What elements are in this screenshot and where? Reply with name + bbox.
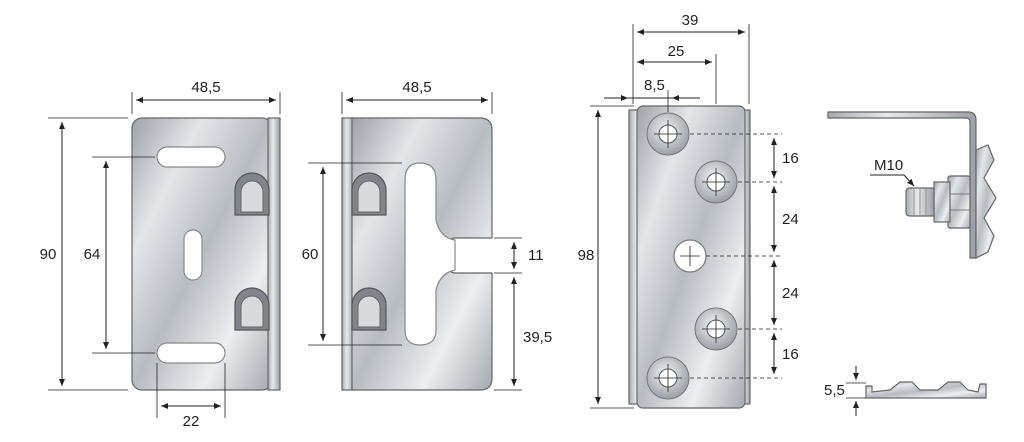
- hex-nut: [947, 175, 971, 229]
- plate-width-label: 39: [682, 12, 699, 29]
- profile-bottom-view: 5,5: [824, 366, 987, 416]
- upper-slot: [156, 146, 226, 168]
- profile-cross-section: [865, 381, 987, 399]
- bracket-side-view: 48,5 60 11 39,5: [302, 79, 552, 391]
- thread-label: M10: [874, 157, 903, 174]
- thickness-label: 5,5: [824, 382, 845, 399]
- lower-slot: [156, 342, 226, 364]
- angle-profile: [827, 111, 977, 259]
- bracket-front-width-label: 48,5: [191, 79, 220, 96]
- bracket-side-width-label: 48,5: [402, 79, 431, 96]
- slot-length-label: 22: [183, 413, 200, 430]
- mounting-plate-view: 39 25 8,5 98 16 24 24 16: [578, 12, 799, 409]
- washer: [933, 181, 951, 223]
- hole-3: [694, 307, 738, 351]
- hole-offset-label: 25: [668, 43, 685, 60]
- plate-height-label: 98: [578, 247, 595, 264]
- lower-height-label: 39,5: [523, 329, 552, 346]
- clip-profile: [975, 144, 997, 259]
- bracket-front-view: 48,5 90 64 22: [40, 79, 281, 430]
- hole-2: [694, 160, 738, 204]
- slot-width-label: 11: [528, 247, 544, 264]
- bracket-side-height-label: 60: [302, 246, 319, 263]
- pitch-4-label: 16: [782, 346, 799, 363]
- center-slot: [183, 229, 203, 281]
- hole-4: [646, 356, 690, 400]
- keyhole-cutout: [404, 162, 456, 346]
- profile-side-view: M10: [827, 111, 997, 259]
- bracket-front-height-label: 90: [40, 246, 57, 263]
- edge-offset-label: 8,5: [644, 77, 665, 94]
- pitch-3-label: 24: [782, 285, 799, 302]
- hole-center: [673, 239, 707, 273]
- pitch-1-label: 16: [782, 150, 799, 167]
- hole-1: [646, 112, 690, 156]
- bracket-front-flange: [267, 117, 281, 391]
- slot-spacing-label: 64: [84, 246, 101, 263]
- pitch-2-label: 24: [782, 211, 799, 228]
